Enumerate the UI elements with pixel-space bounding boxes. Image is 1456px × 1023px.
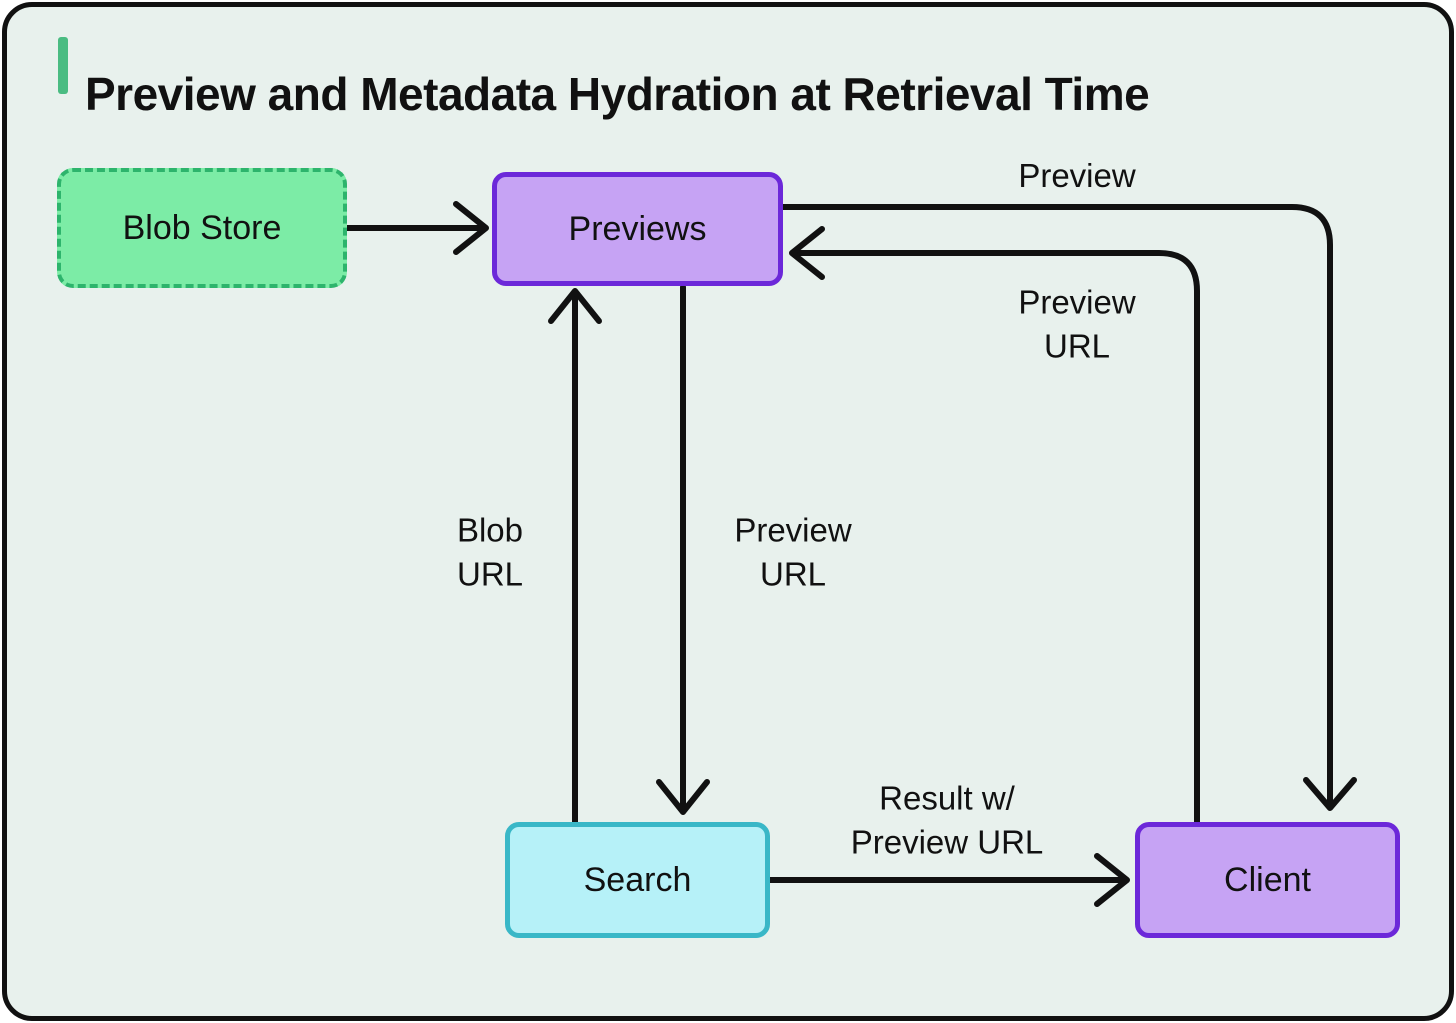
node-previews: Previews <box>492 172 783 286</box>
edge-label-result-w-preview-url: Result w/ Preview URL <box>850 779 1044 860</box>
node-search-label: Search <box>583 860 692 899</box>
node-blob-store-label: Blob Store <box>122 208 282 247</box>
edge-label-preview-url-right: Preview URL <box>1018 283 1136 364</box>
title-accent-bar <box>58 37 68 94</box>
edge-label-blob-url: Blob URL <box>456 511 524 592</box>
node-client: Client <box>1135 822 1400 938</box>
node-blob-store: Blob Store <box>57 168 347 288</box>
edge-label-preview-url-mid: Preview URL <box>734 511 852 592</box>
page-title: Preview and Metadata Hydration at Retrie… <box>85 67 1150 120</box>
edge-label-preview: Preview <box>1018 157 1136 195</box>
node-client-label: Client <box>1224 860 1311 899</box>
node-previews-label: Previews <box>568 209 707 248</box>
node-search: Search <box>505 822 770 938</box>
